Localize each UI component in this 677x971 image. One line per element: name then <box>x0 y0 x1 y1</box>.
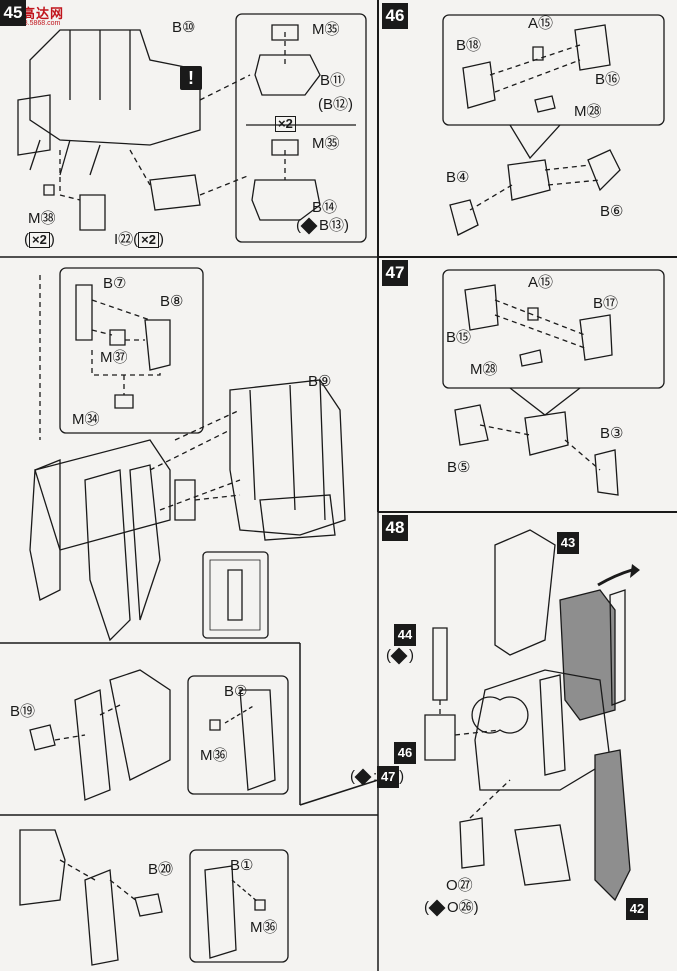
label-b16: B⑯ <box>595 71 621 88</box>
label-m35-b: M㉟ <box>312 135 340 152</box>
mirror-icon-47 <box>354 768 372 786</box>
inset-box-47 <box>442 269 665 389</box>
label-o26: (O㉖) <box>424 899 479 917</box>
label-a15-b: A⑮ <box>528 274 554 291</box>
step-46-number: 46 <box>382 3 408 29</box>
inset-box-detail <box>202 551 269 639</box>
inset-box-46 <box>442 14 665 126</box>
label-b15: B⑮ <box>446 329 472 346</box>
label-b4: B④ <box>446 169 470 186</box>
inset-box-b1 <box>189 849 289 963</box>
step-48-number: 48 <box>382 515 408 541</box>
label-b3: B③ <box>600 425 624 442</box>
inset-box-b11 <box>235 13 367 243</box>
inset-box-b2 <box>187 675 289 795</box>
label-m28-b: M㉘ <box>470 361 498 378</box>
label-m34: M㉞ <box>72 411 100 428</box>
label-a15-a: A⑮ <box>528 15 554 32</box>
warning-icon: ! <box>180 66 202 90</box>
label-b9: B⑨ <box>308 373 332 390</box>
label-b13: (B⑬) <box>296 217 350 235</box>
label-b14: B⑭ <box>312 199 338 216</box>
label-b19: B⑲ <box>10 703 36 720</box>
label-b7: B⑦ <box>103 275 127 292</box>
label-b2: B② <box>224 683 248 700</box>
label-b17: B⑰ <box>593 295 619 312</box>
label-m36-a: M㊱ <box>200 747 228 764</box>
part-badge-43: 43 <box>557 532 579 554</box>
label-b5: B⑤ <box>447 459 471 476</box>
label-o27: O㉗ <box>446 877 473 894</box>
label-m28-a: M㉘ <box>574 103 602 120</box>
label-x2-b: (×2) <box>24 231 55 248</box>
label-m36-b: M㊱ <box>250 919 278 936</box>
part-badge-47: 47 <box>377 766 400 788</box>
mirror-icon-o26 <box>428 899 446 917</box>
label-b1: B① <box>230 857 254 874</box>
mirror-47: (:47) <box>350 766 404 788</box>
part-badge-44: 44 <box>394 624 416 646</box>
part-badge-42: 42 <box>626 898 648 920</box>
step-47-number: 47 <box>382 260 408 286</box>
label-x2-a: ×2 <box>275 116 296 132</box>
label-b10: B⑩ <box>172 19 196 36</box>
label-b8: B⑧ <box>160 293 184 310</box>
step-45-number: 45 <box>0 0 26 26</box>
logo-text: 高达网 <box>22 6 65 21</box>
label-m38: M㊳ <box>28 210 56 227</box>
label-m35-a: M㉟ <box>312 21 340 38</box>
label-b20: B⑳ <box>148 861 174 878</box>
label-b6: B⑥ <box>600 203 624 220</box>
label-b18: B⑱ <box>456 37 482 54</box>
label-m37: M㊲ <box>100 349 128 366</box>
inset-box-b7 <box>59 267 204 434</box>
label-i22: I㉒(×2) <box>114 231 164 248</box>
logo-url: 988.5868.com <box>16 20 61 27</box>
part-badge-46: 46 <box>394 742 416 764</box>
mirror-44: () <box>386 647 414 665</box>
label-b11: B⑪ <box>320 72 346 89</box>
mirror-icon <box>300 217 318 235</box>
mirror-icon-44 <box>390 647 408 665</box>
label-b12: (B⑫) <box>318 96 353 113</box>
